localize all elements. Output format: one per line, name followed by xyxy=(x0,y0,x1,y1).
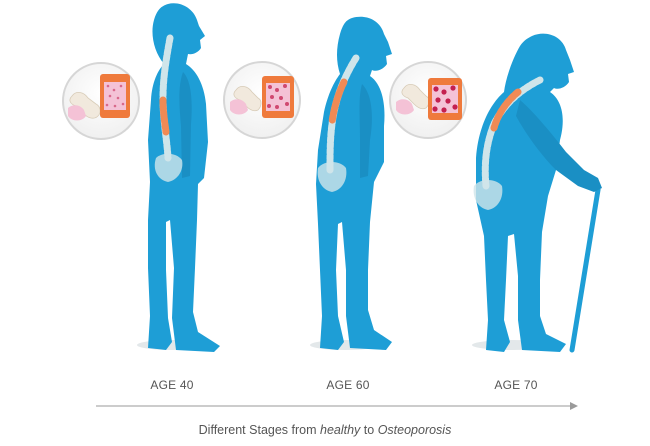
bone-block-icon xyxy=(100,74,130,118)
arm-age-40 xyxy=(179,72,192,178)
bone-block-icon xyxy=(262,76,294,118)
caption-healthy: healthy xyxy=(320,423,361,437)
caption-prefix: Different Stages from xyxy=(198,423,320,437)
pelvis-age-40 xyxy=(154,153,183,182)
body-silhouette-age-40 xyxy=(148,3,220,352)
spine-age-70 xyxy=(481,76,544,190)
figure-age-70 xyxy=(472,33,602,353)
femur-icon xyxy=(233,86,262,112)
pelvis-age-70 xyxy=(473,180,503,210)
bone-detail-circle-age-70 xyxy=(389,61,467,139)
age-label-40: AGE 40 xyxy=(150,378,194,392)
arm-age-60 xyxy=(359,84,372,178)
bone-cut-icon xyxy=(396,99,414,115)
arm-age-70[interactable] xyxy=(516,100,602,192)
cane[interactable] xyxy=(569,181,601,353)
bone-detail-circle-age-60 xyxy=(223,61,301,139)
bone-detail-circle-age-40 xyxy=(62,62,140,140)
figure-age-60 xyxy=(310,16,392,350)
spine-age-40 xyxy=(159,34,174,162)
age-label-60: AGE 60 xyxy=(326,378,370,392)
age-label-70: AGE 70 xyxy=(494,378,538,392)
femur-icon xyxy=(401,84,430,110)
caption-osteoporosis: Osteoporosis xyxy=(377,423,452,437)
bone-block-icon xyxy=(428,78,462,120)
figure-age-40 xyxy=(137,3,220,352)
bone-cut-icon xyxy=(68,105,86,121)
spine-age-60 xyxy=(326,54,360,174)
bone-cut-icon xyxy=(230,99,248,115)
caption-middle: to xyxy=(360,423,378,437)
caption: Different Stages from healthy to Osteopo… xyxy=(0,423,650,437)
femur-icon xyxy=(69,92,101,119)
timeline-arrow xyxy=(96,402,578,410)
pelvis-age-60 xyxy=(317,162,347,192)
